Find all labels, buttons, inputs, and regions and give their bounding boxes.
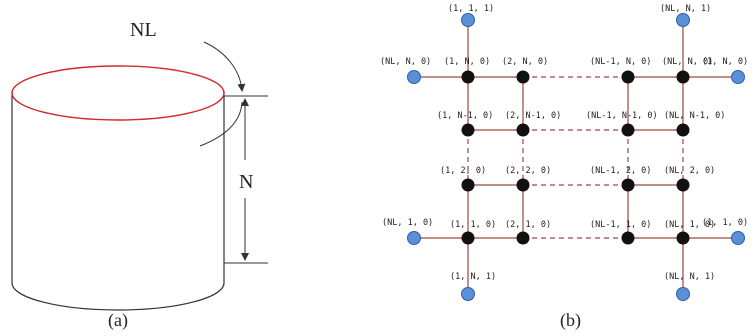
label-right-bottom: (1, 1, 0) <box>702 218 748 228</box>
node-r4c4 <box>676 231 690 245</box>
label-r1c3: (NL-1, N, 0) <box>590 57 651 67</box>
label-right-top: (1, N, 0) <box>702 57 748 67</box>
node-r1c1 <box>461 70 475 84</box>
label-top-left: (1, 1, 1) <box>448 4 494 14</box>
boundary-node-bottom-right <box>676 287 690 301</box>
boundary-node-bottom-left <box>461 287 475 301</box>
label-top-right: (NL, N, 1) <box>660 4 711 14</box>
label-left-bottom: (NL, 1, 0) <box>382 218 433 228</box>
label-r3c2: (2, 2, 0) <box>505 166 551 176</box>
node-r2c1 <box>461 123 475 137</box>
label-r1c2: (2, N, 0) <box>502 57 548 67</box>
node-r3c4 <box>676 178 690 192</box>
interior-nodes <box>461 70 690 245</box>
node-r2c3 <box>621 123 635 137</box>
nl-label: NL <box>130 19 157 41</box>
boundary-node-top-right <box>676 13 690 27</box>
node-r2c2 <box>516 123 530 137</box>
label-r4c4: (NL, 1, 0) <box>664 220 715 230</box>
boundary-node-right-top <box>731 70 745 84</box>
caption-a: (a) <box>108 310 128 331</box>
cylinder-top-rim <box>11 65 225 121</box>
label-bottom-left: (1, N, 1) <box>450 272 496 282</box>
label-bottom-right: (NL, N, 1) <box>664 272 715 282</box>
nl-arrow <box>203 41 246 92</box>
node-r3c3 <box>621 178 635 192</box>
boundary-nodes <box>407 13 745 301</box>
label-r2c4: (NL, N-1, 0) <box>664 111 725 121</box>
panel-b-grid: (1, 1, 1) (NL, N, 1) (NL, N, 0) (1, N, 0… <box>380 4 748 331</box>
boundary-node-left-top <box>407 70 421 84</box>
label-r4c3: (NL-1, 1, 0) <box>590 220 651 230</box>
label-r2c1: (1, N-1, 0) <box>437 111 493 121</box>
label-r4c1: (1, 1, 0) <box>450 220 496 230</box>
label-r4c2: (2, 1, 0) <box>505 220 551 230</box>
node-r4c2 <box>516 231 530 245</box>
label-r1c1: (1, N, 0) <box>444 57 490 67</box>
node-r1c3 <box>621 70 635 84</box>
n-label: N <box>239 171 253 193</box>
node-r2c4 <box>676 123 690 137</box>
label-r3c3: (NL-1, 2, 0) <box>590 166 651 176</box>
node-r4c1 <box>461 231 475 245</box>
label-r3c4: (NL, 2, 0) <box>664 166 715 176</box>
node-r1c4 <box>676 70 690 84</box>
boundary-node-right-bottom <box>731 231 745 245</box>
node-r4c3 <box>621 231 635 245</box>
label-r2c2: (2, N-1, 0) <box>505 111 561 121</box>
label-r1c4: (NL, N, 0) <box>662 57 713 67</box>
boundary-node-top-left <box>461 13 475 27</box>
label-r3c1: (1, 2, 0) <box>440 166 486 176</box>
caption-b: (b) <box>560 310 581 331</box>
nl-arrow-tail <box>199 101 243 147</box>
node-r3c1 <box>461 178 475 192</box>
node-r1c2 <box>516 70 530 84</box>
cylinder-bottom-arc <box>11 282 225 311</box>
boundary-node-left-bottom <box>407 231 421 245</box>
label-left-top: (NL, N, 0) <box>380 57 431 67</box>
label-r2c3: (NL-1, N-1, 0) <box>586 111 658 121</box>
node-r3c2 <box>516 178 530 192</box>
panel-a-cylinder: NL N (a) <box>11 19 268 331</box>
